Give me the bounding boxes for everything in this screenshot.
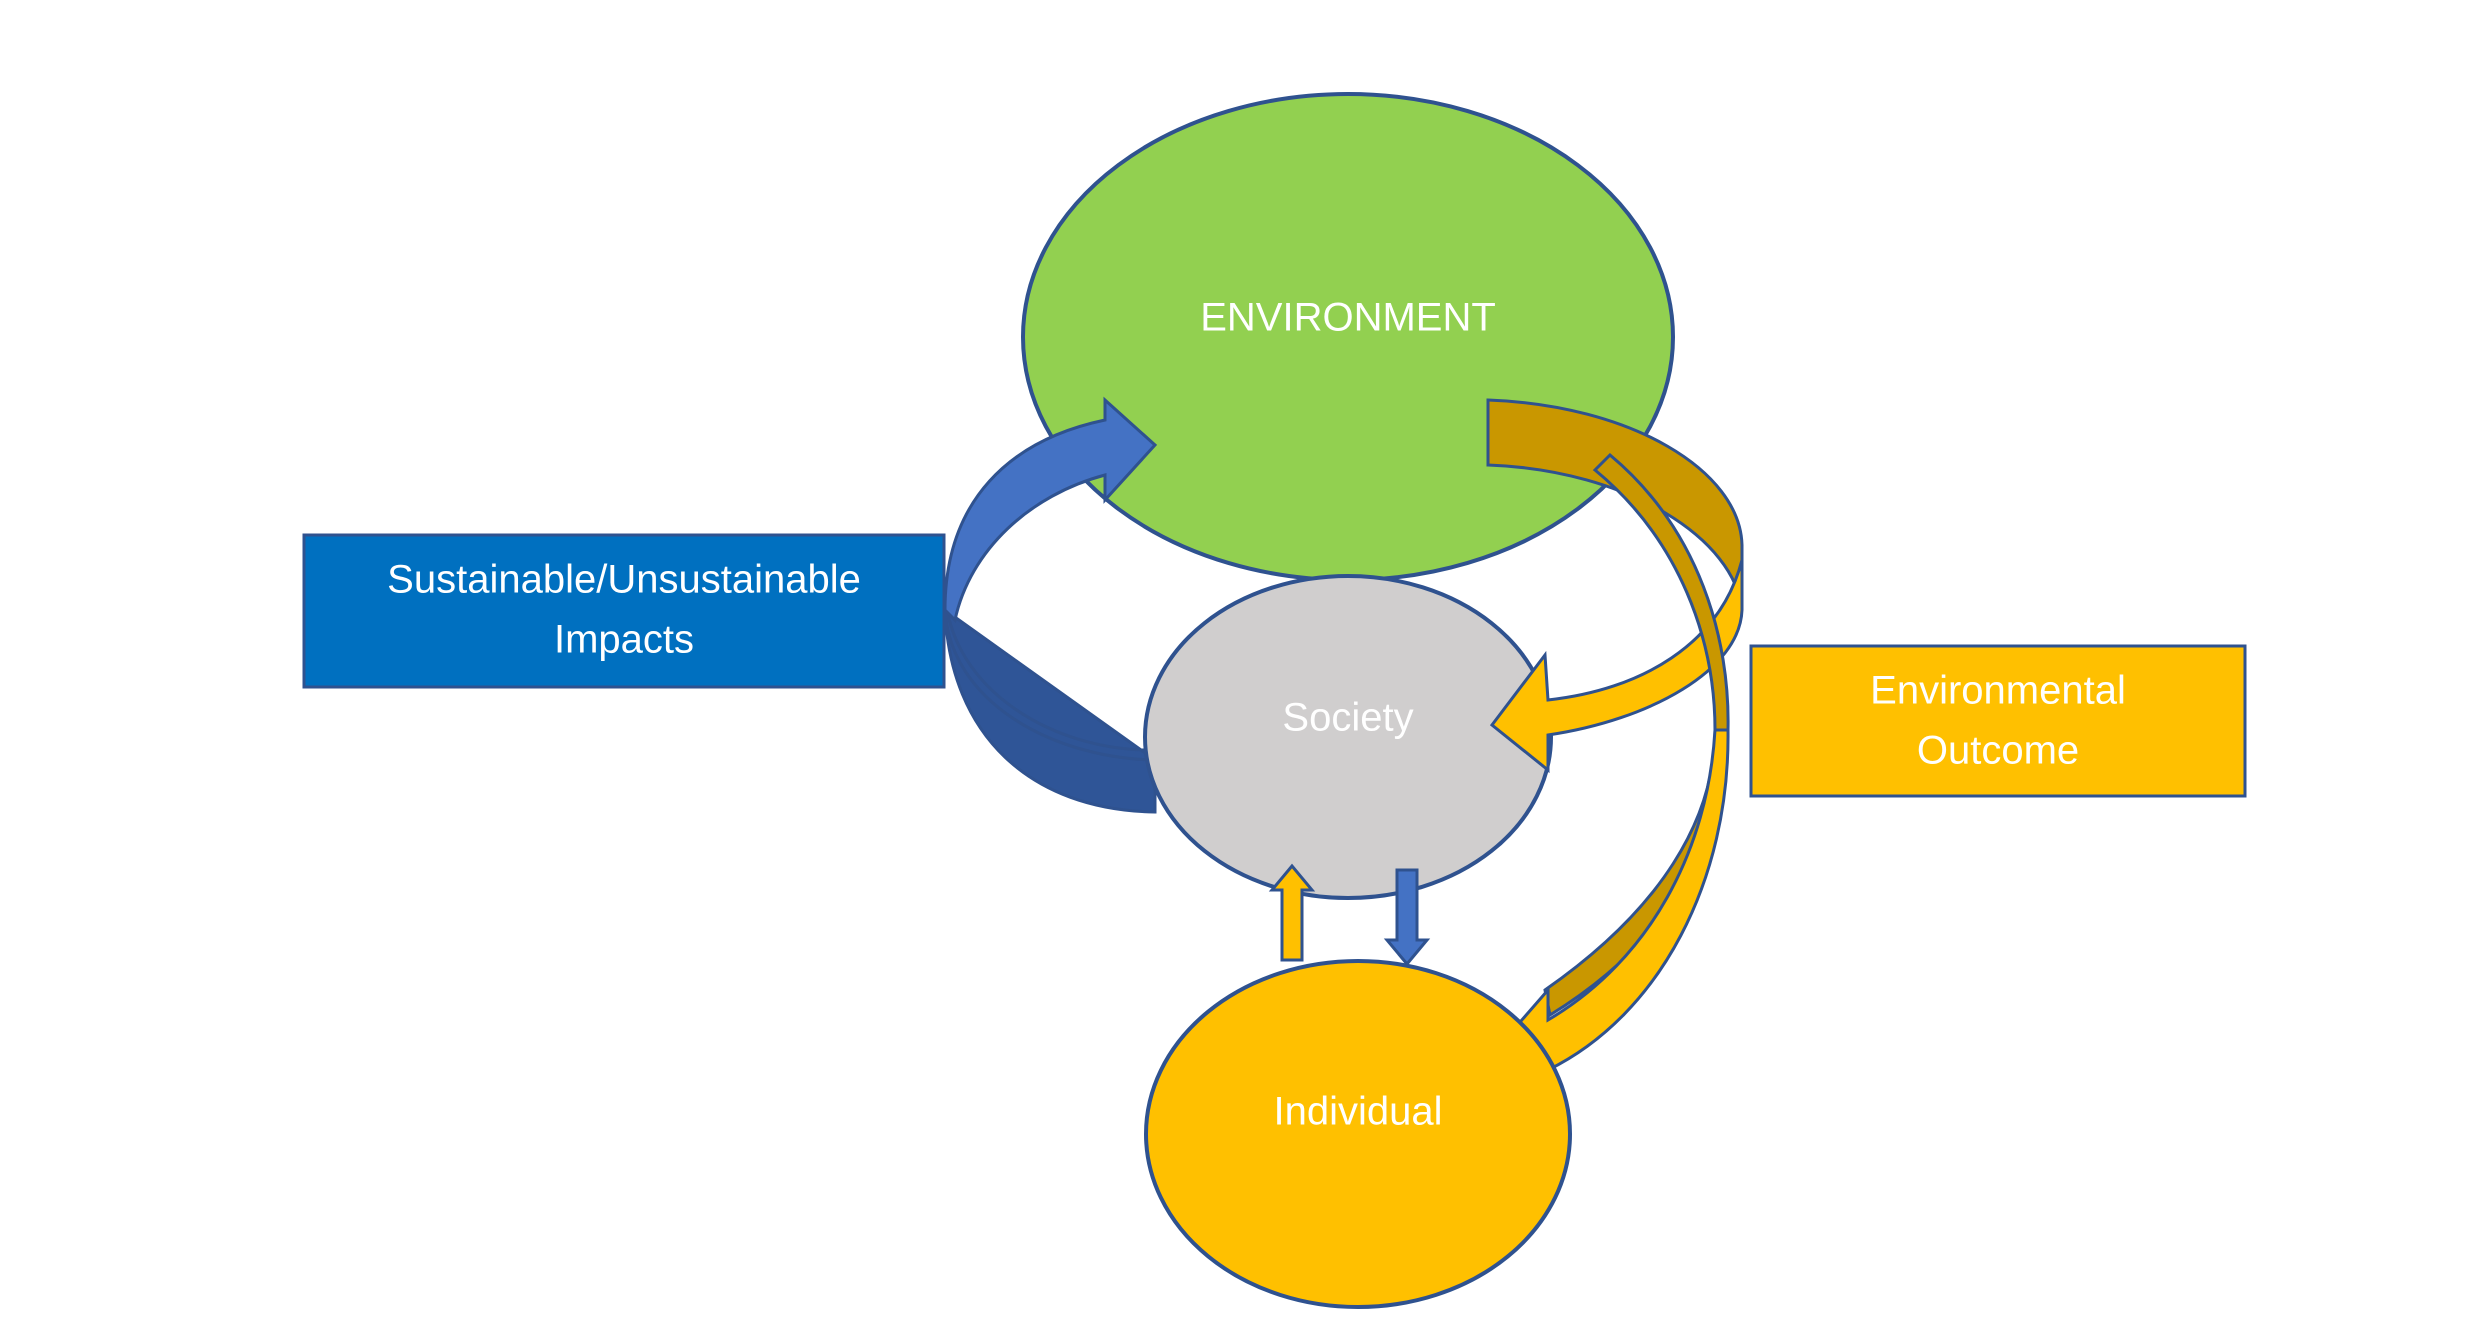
small-down-arrow xyxy=(1383,868,1431,967)
impacts-label-line2: Impacts xyxy=(554,618,694,662)
individual-node xyxy=(1144,959,1572,1309)
blue-arrow-impacts xyxy=(943,396,1158,624)
small-up-arrow xyxy=(1268,863,1316,962)
society-label: Society xyxy=(1282,696,1413,740)
impacts-label-line1: Sustainable/Unsustainable xyxy=(387,558,861,602)
blue-arrow-back-segment xyxy=(943,591,1160,814)
individual-label: Individual xyxy=(1273,1090,1442,1134)
society-node xyxy=(1143,574,1553,900)
impacts-box xyxy=(302,533,946,689)
outcome-label-line1: Environmental xyxy=(1870,669,2126,713)
outcome-label-line2: Outcome xyxy=(1917,729,2079,773)
environment-label: ENVIRONMENT xyxy=(1200,296,1496,340)
outcome-box xyxy=(1749,644,2247,798)
